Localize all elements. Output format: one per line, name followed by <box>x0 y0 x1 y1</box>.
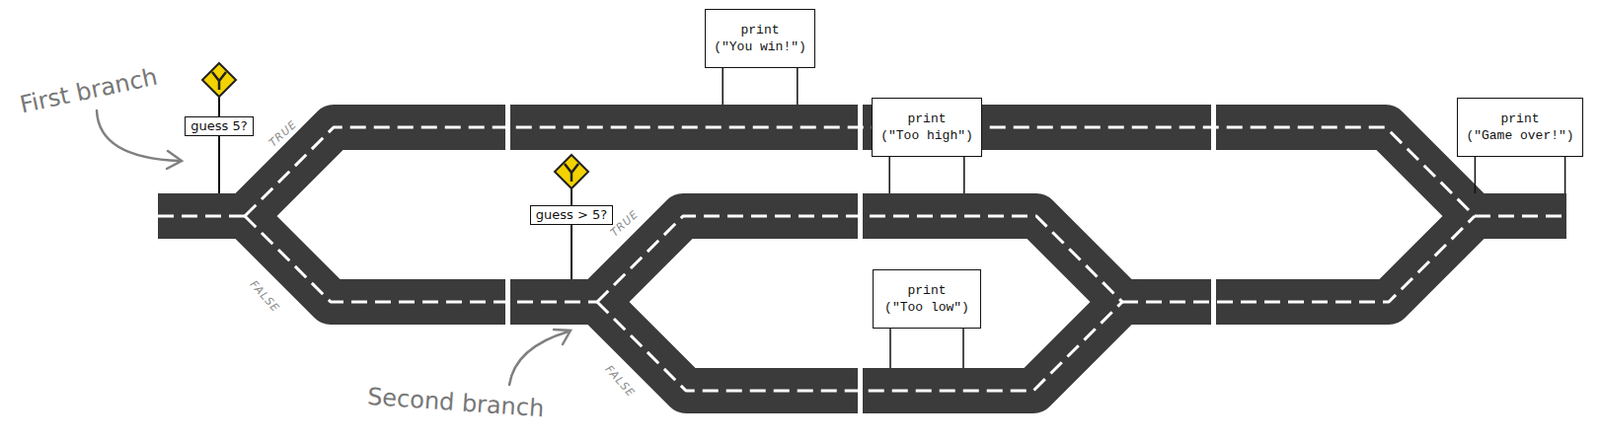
code-line: print <box>880 110 974 128</box>
tile-seam <box>505 93 1217 425</box>
billboard-post <box>796 68 799 105</box>
callout-arrow <box>96 110 180 161</box>
road <box>244 216 598 303</box>
lane-marking <box>1474 215 1567 219</box>
billboard-post <box>1474 156 1477 194</box>
callout-label: Second branch <box>367 382 546 423</box>
fork-symbol <box>564 163 579 182</box>
road <box>1122 216 1475 303</box>
print-billboard: print("You win!") <box>704 8 816 69</box>
tile-seam <box>857 93 863 425</box>
code-line: print <box>1465 110 1574 128</box>
road <box>1474 193 1567 239</box>
tile-seam <box>1211 93 1217 425</box>
condition-text: guess 5? <box>190 118 247 135</box>
code-line: ("Too low") <box>881 299 973 316</box>
tile-seam <box>505 93 511 425</box>
print-billboard: print("Game over!") <box>1456 97 1583 157</box>
fork-symbol <box>212 72 227 90</box>
fork-sign <box>202 63 236 97</box>
arrowhead <box>166 151 182 169</box>
sign-post <box>570 186 573 280</box>
branch-condition: FALSE <box>246 277 282 314</box>
billboard-post <box>1564 156 1567 194</box>
callout-arrow <box>509 331 569 385</box>
arrowhead <box>553 329 571 345</box>
lane-marking <box>1122 216 1475 303</box>
code-line: ("You win!") <box>713 38 807 56</box>
callout-arrow <box>96 110 571 385</box>
condition-text: guess > 5? <box>535 207 608 224</box>
code-line: ("Game over!") <box>1465 127 1574 145</box>
condition-sign: guess 5? <box>184 116 253 137</box>
code-line: print <box>881 282 973 300</box>
billboard-post <box>962 328 965 369</box>
condition-sign: guess > 5? <box>530 205 613 226</box>
fork-sign <box>554 154 589 189</box>
code-line: print <box>713 21 807 39</box>
lane-marking <box>157 215 245 219</box>
callout-label: First branch <box>17 63 160 120</box>
code-line: ("Too high") <box>880 127 974 145</box>
print-billboard: print("Too low") <box>872 269 982 329</box>
print-billboard: print("Too high") <box>871 97 983 157</box>
sign-post <box>218 94 221 194</box>
billboard-post <box>721 68 724 105</box>
billboard-post <box>888 156 891 194</box>
lane-marking <box>244 216 598 303</box>
billboard-post <box>963 156 966 194</box>
billboard-post <box>889 328 892 369</box>
